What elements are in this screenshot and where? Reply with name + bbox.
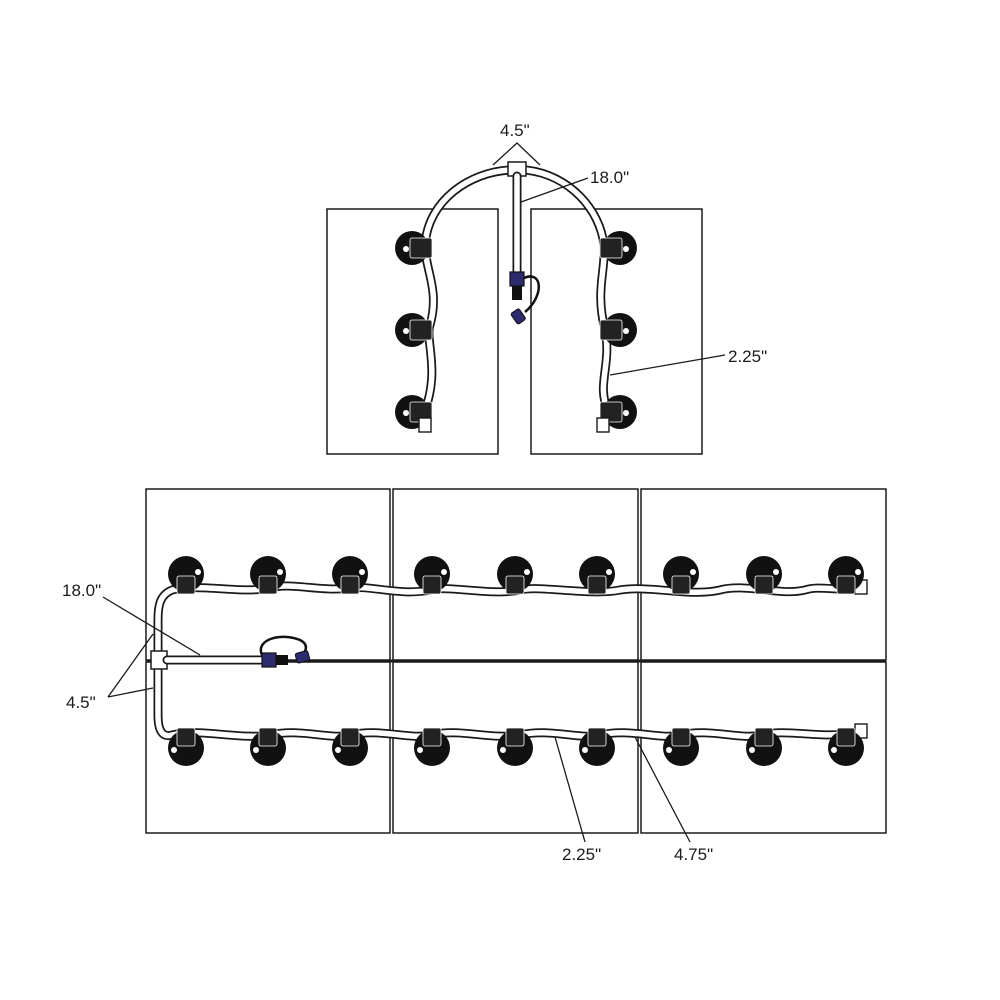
bottom-connector <box>259 635 311 668</box>
emitter <box>599 313 637 347</box>
top-assembly: 4.5" 18.0" 2.25" <box>326 121 767 455</box>
end-cap <box>596 417 610 433</box>
end-cap <box>418 417 432 433</box>
top-right-emitters <box>596 231 637 433</box>
emitter <box>414 556 450 595</box>
emitter <box>250 727 286 766</box>
emitter <box>599 231 637 265</box>
emitter <box>746 556 782 595</box>
emitter <box>395 231 433 265</box>
emitter <box>663 556 699 595</box>
bottom-top-row-emitters <box>168 556 864 595</box>
emitter <box>579 727 615 766</box>
emitter <box>828 727 864 766</box>
emitter <box>414 727 450 766</box>
bottom-short-spacing-label: 2.25" <box>562 845 601 864</box>
top-emitter-spacing-label: 2.25" <box>728 347 767 366</box>
emitter <box>828 556 864 595</box>
emitter <box>250 556 286 595</box>
emitter <box>332 727 368 766</box>
top-tee-spacing-label: 4.5" <box>500 121 530 140</box>
emitter <box>395 313 433 347</box>
emitter <box>599 395 637 429</box>
emitter <box>168 556 204 595</box>
bottom-bottom-row-emitters <box>168 727 864 766</box>
bottom-assembly: 18.0" 4.5" 2.25" 4.75" <box>62 488 887 864</box>
bottom-feed-length-label: 18.0" <box>62 581 101 600</box>
bottom-dimension-leaders <box>102 596 691 843</box>
bottom-tee-spacing-label: 4.5" <box>66 693 96 712</box>
top-left-emitters <box>395 231 433 433</box>
emitter <box>663 727 699 766</box>
emitter <box>168 727 204 766</box>
emitter <box>497 727 533 766</box>
emitter <box>497 556 533 595</box>
top-dimension-leaders <box>492 142 726 376</box>
top-connector <box>509 271 540 325</box>
emitter <box>332 556 368 595</box>
emitter <box>746 727 782 766</box>
bottom-long-spacing-label: 4.75" <box>674 845 713 864</box>
emitter <box>579 556 615 595</box>
top-feed-length-label: 18.0" <box>590 168 629 187</box>
